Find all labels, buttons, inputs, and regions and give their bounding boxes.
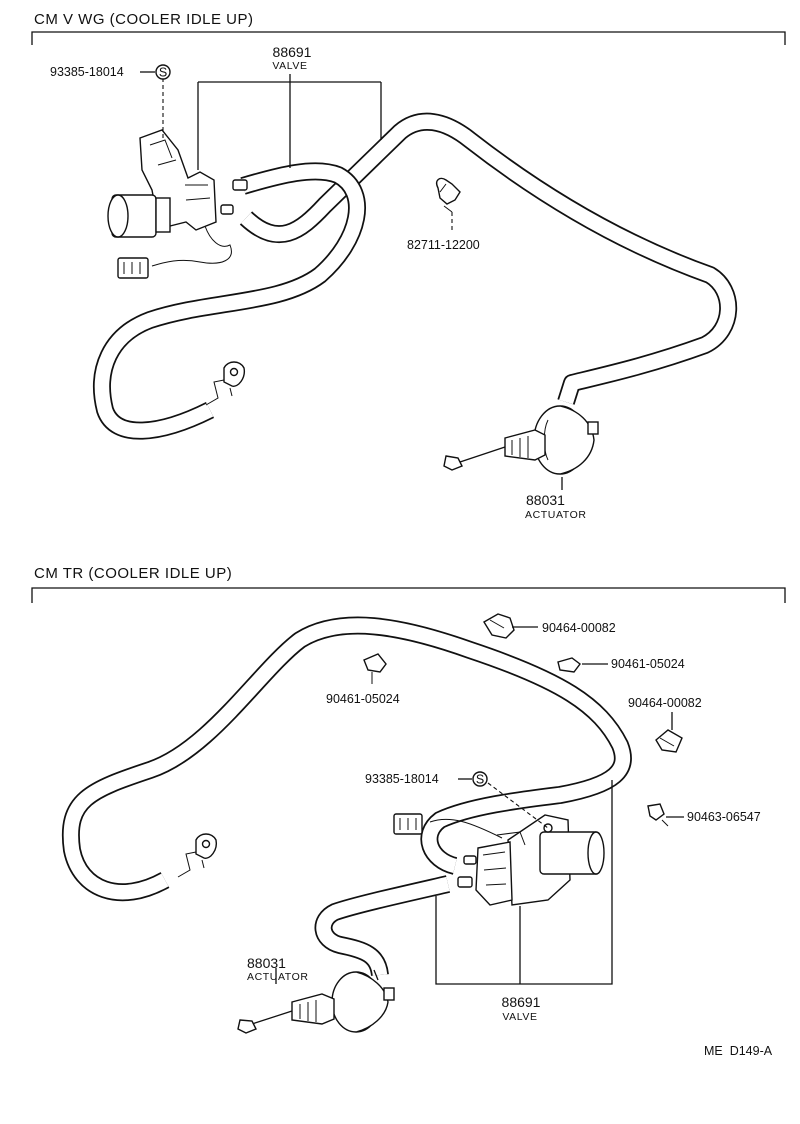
page-code: ME D149-A	[704, 1044, 773, 1058]
section-2-valve-assembly: S	[393, 771, 605, 906]
callout-90464-00082-b: 90464-00082	[628, 696, 702, 710]
section-2-hose-bracket	[177, 833, 218, 878]
callout-93385-18014-b: 93385-18014	[365, 772, 439, 786]
section-1-hose-bracket	[205, 361, 246, 406]
valve-2-name: VALVE	[502, 1011, 537, 1023]
section-2-callouts: 88691 VALVE 88031 ACTUATOR 90464-00082 9…	[247, 621, 761, 1023]
valve-2-part-number: 88691	[502, 994, 541, 1010]
callout-82711-12200: 82711-12200	[407, 238, 480, 252]
callout-90461-05024-a: 90461-05024	[326, 692, 400, 706]
s-symbol-label-2: S	[476, 773, 484, 787]
bolt-s-symbol	[155, 64, 171, 80]
section-cm-v-wg: CM V WG (COOLER IDLE UP) S	[31, 11, 786, 521]
actuator-1-part-number: 88031	[526, 492, 565, 508]
section-1-vacuum-hose	[93, 112, 738, 440]
callout-93385-18014-a: 93385-18014	[50, 65, 124, 79]
callout-90464-00082-a: 90464-00082	[542, 621, 616, 635]
section-cm-tr: CM TR (COOLER IDLE UP) S	[31, 565, 786, 1034]
callout-90463-06547: 90463-06547	[687, 810, 761, 824]
valve-1-name: VALVE	[272, 60, 307, 72]
section-2-clips	[363, 613, 683, 827]
section-1-valve-assembly: S	[107, 64, 248, 279]
section-2-title: CM TR (COOLER IDLE UP)	[34, 565, 232, 582]
actuator-1-name: ACTUATOR	[525, 509, 587, 521]
s-symbol-label: S	[159, 66, 167, 80]
bolt-s-symbol-2	[472, 771, 488, 787]
section-1-hose-clamp	[436, 177, 461, 230]
section-2-vacuum-hose	[61, 616, 632, 977]
section-1-bracket	[31, 31, 786, 45]
callout-90461-05024-b: 90461-05024	[611, 657, 685, 671]
section-1-actuator	[443, 405, 599, 475]
section-2-actuator	[237, 969, 395, 1034]
section-1-title: CM V WG (COOLER IDLE UP)	[34, 11, 254, 28]
actuator-2-part-number: 88031	[247, 955, 286, 971]
actuator-2-name: ACTUATOR	[247, 971, 309, 983]
section-1-callouts: 88691 VALVE 93385-18014 82711-12200 8803…	[50, 44, 587, 521]
valve-1-part-number: 88691	[273, 44, 312, 60]
section-2-bracket	[31, 587, 786, 603]
